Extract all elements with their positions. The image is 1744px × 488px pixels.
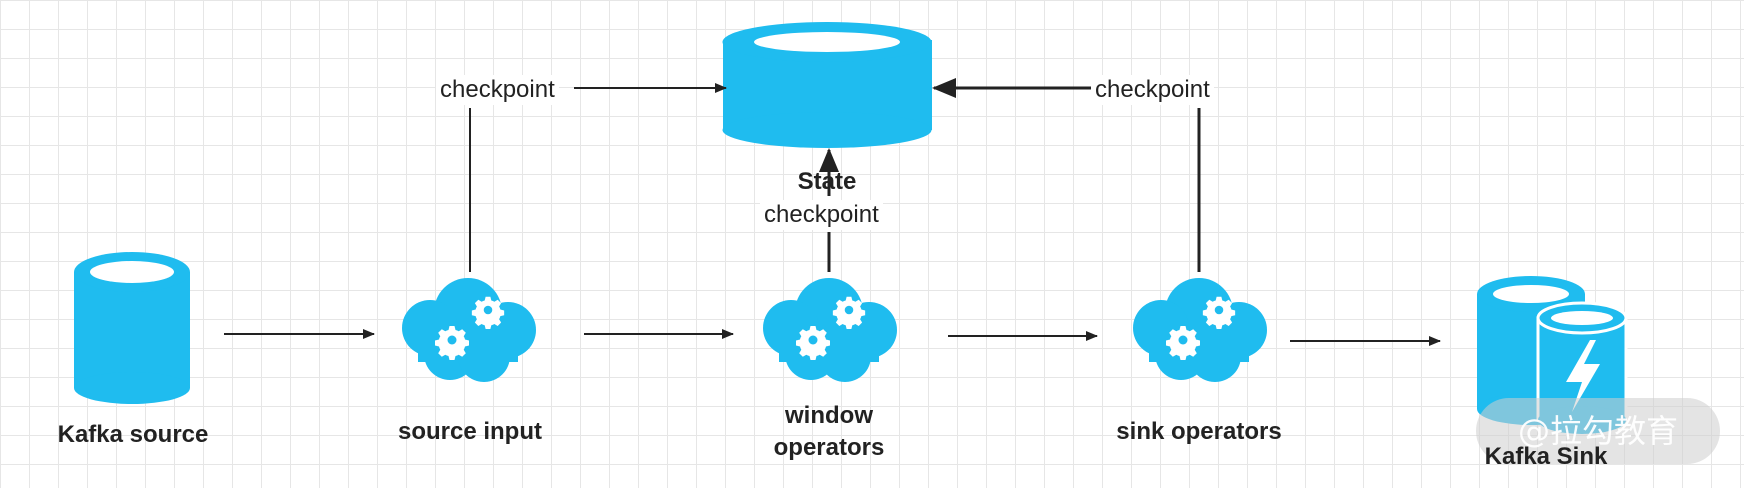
state-storage-disk-icon [722, 22, 932, 148]
kafka-sink-label: Kafka Sink [1484, 443, 1608, 470]
sink-checkpoint-label: checkpoint [1091, 75, 1214, 105]
source-checkpoint-connector [469, 83, 727, 272]
source-checkpoint-label: checkpoint [436, 75, 559, 105]
sink-checkpoint-connector [932, 78, 1201, 272]
sink-operators-cloud-gears-icon [1133, 278, 1267, 382]
source-input-label: source input [397, 418, 542, 445]
window-operators-label: window operators [739, 400, 919, 464]
sink-operators-label: sink operators [1116, 418, 1282, 445]
kafka-source-cylinder-icon [74, 252, 190, 404]
source-input-cloud-gears-icon [402, 278, 536, 382]
window-operators-cloud-gears-icon [763, 278, 897, 382]
kafka-source-label: Kafka source [57, 421, 209, 448]
window-checkpoint-label: checkpoint [760, 200, 883, 230]
state-label: State [797, 168, 857, 195]
window-operators-label-line1: window [785, 402, 873, 429]
watermark-text: @拉勾教育 [1517, 412, 1678, 450]
watermark-badge: @拉勾教育 [1476, 398, 1720, 464]
window-operators-label-line2: operators [773, 434, 885, 461]
